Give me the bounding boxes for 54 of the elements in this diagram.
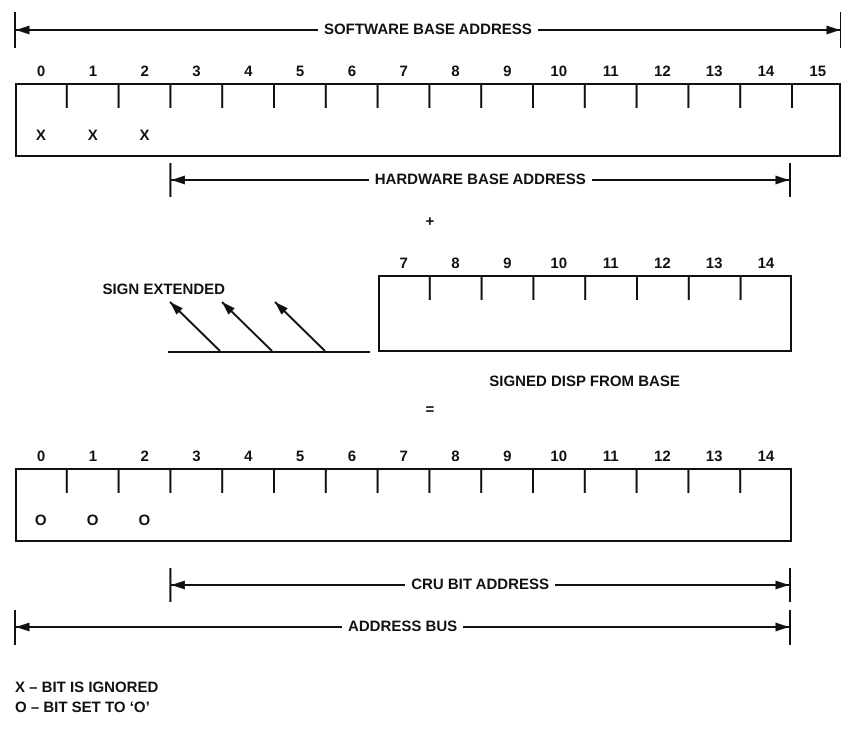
bit-number: 14 bbox=[758, 63, 774, 81]
bit-number: 9 bbox=[503, 63, 512, 81]
operator-sign: = bbox=[426, 401, 434, 419]
bit-number: 13 bbox=[706, 448, 722, 466]
bit-number: 0 bbox=[36, 448, 46, 466]
bit-mark: O bbox=[86, 512, 98, 530]
bit-number: 5 bbox=[296, 63, 304, 81]
bit-number: 1 bbox=[88, 448, 98, 466]
bit-number: 7 bbox=[400, 448, 408, 466]
bit-number: 12 bbox=[654, 63, 671, 81]
bit-number: 13 bbox=[706, 255, 722, 273]
bit-number: 3 bbox=[192, 63, 201, 81]
bit-number: 1 bbox=[88, 63, 98, 81]
bit-number: 11 bbox=[602, 63, 619, 81]
bit-number: 4 bbox=[244, 63, 252, 81]
bit-number: 14 bbox=[758, 448, 774, 466]
bit-number: 9 bbox=[503, 255, 512, 273]
bit-mark: O bbox=[138, 512, 150, 530]
bit-number: 12 bbox=[654, 448, 671, 466]
bit-number: 10 bbox=[550, 255, 568, 273]
bit-number: 6 bbox=[348, 448, 356, 466]
bit-number: 11 bbox=[602, 448, 619, 466]
bit-number: 8 bbox=[451, 448, 460, 466]
bit-number: 11 bbox=[602, 255, 619, 273]
bit-number: 6 bbox=[348, 63, 356, 81]
bit-number: 4 bbox=[244, 448, 252, 466]
bit-number: 2 bbox=[140, 63, 149, 81]
bit-number: 2 bbox=[140, 448, 149, 466]
bit-number: 7 bbox=[400, 63, 408, 81]
bit-number: 15 bbox=[809, 63, 826, 81]
bit-number: 9 bbox=[503, 448, 512, 466]
register-caption: SIGNED DISP FROM BASE bbox=[489, 373, 680, 391]
bit-mark: O bbox=[34, 512, 47, 530]
annotation-text: SIGN EXTENDED bbox=[102, 281, 226, 299]
register-box bbox=[15, 83, 841, 157]
bit-number: 5 bbox=[296, 448, 304, 466]
operator-sign: + bbox=[426, 213, 434, 231]
bit-number: 12 bbox=[654, 255, 671, 273]
legend-note: O – BIT SET TO ‘O’ bbox=[15, 699, 150, 717]
bit-mark: X bbox=[140, 127, 150, 145]
bit-number: 0 bbox=[36, 63, 46, 81]
legend-note: X – BIT IS IGNORED bbox=[15, 679, 158, 697]
register-box bbox=[378, 275, 792, 352]
bit-mark: X bbox=[88, 127, 98, 145]
bit-mark: X bbox=[36, 127, 46, 145]
bit-number: 8 bbox=[451, 255, 460, 273]
bit-number: 13 bbox=[706, 63, 722, 81]
bit-number: 14 bbox=[758, 255, 774, 273]
bit-number: 10 bbox=[550, 63, 568, 81]
bit-number: 10 bbox=[550, 448, 568, 466]
register-box bbox=[15, 468, 792, 542]
bit-number: 7 bbox=[400, 255, 408, 273]
bit-number: 8 bbox=[451, 63, 460, 81]
bit-number: 3 bbox=[192, 448, 201, 466]
